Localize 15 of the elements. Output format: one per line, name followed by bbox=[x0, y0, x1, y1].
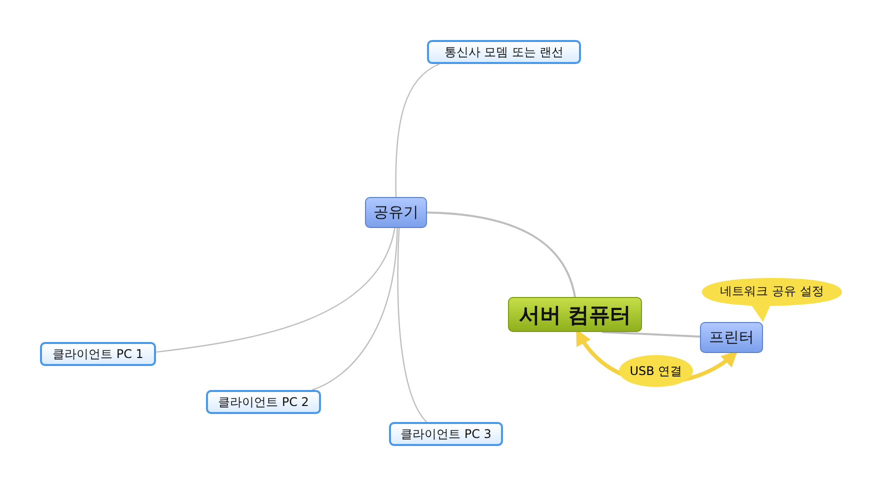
connector-line bbox=[312, 228, 398, 391]
edge-label: USB 연결 bbox=[619, 355, 693, 387]
connector-line bbox=[602, 331, 700, 338]
subtopic-box: 클라이언트 PC 3 bbox=[389, 422, 503, 446]
topic-box: 프린터 bbox=[700, 322, 763, 353]
connector-line bbox=[156, 228, 396, 353]
central-topic-box: 서버 컴퓨터 bbox=[508, 297, 642, 332]
subtopic-box: 통신사 모뎀 또는 랜선 bbox=[427, 40, 581, 64]
subtopic-box: 클라이언트 PC 2 bbox=[206, 390, 321, 414]
connector-line bbox=[395, 63, 440, 197]
connector-line bbox=[397, 228, 428, 422]
subtopic-box: 클라이언트 PC 1 bbox=[40, 342, 156, 366]
callout-bubble: 네트워크 공유 설정 bbox=[700, 277, 844, 323]
connector-line bbox=[426, 212, 576, 298]
topic-box: 공유기 bbox=[365, 197, 427, 228]
